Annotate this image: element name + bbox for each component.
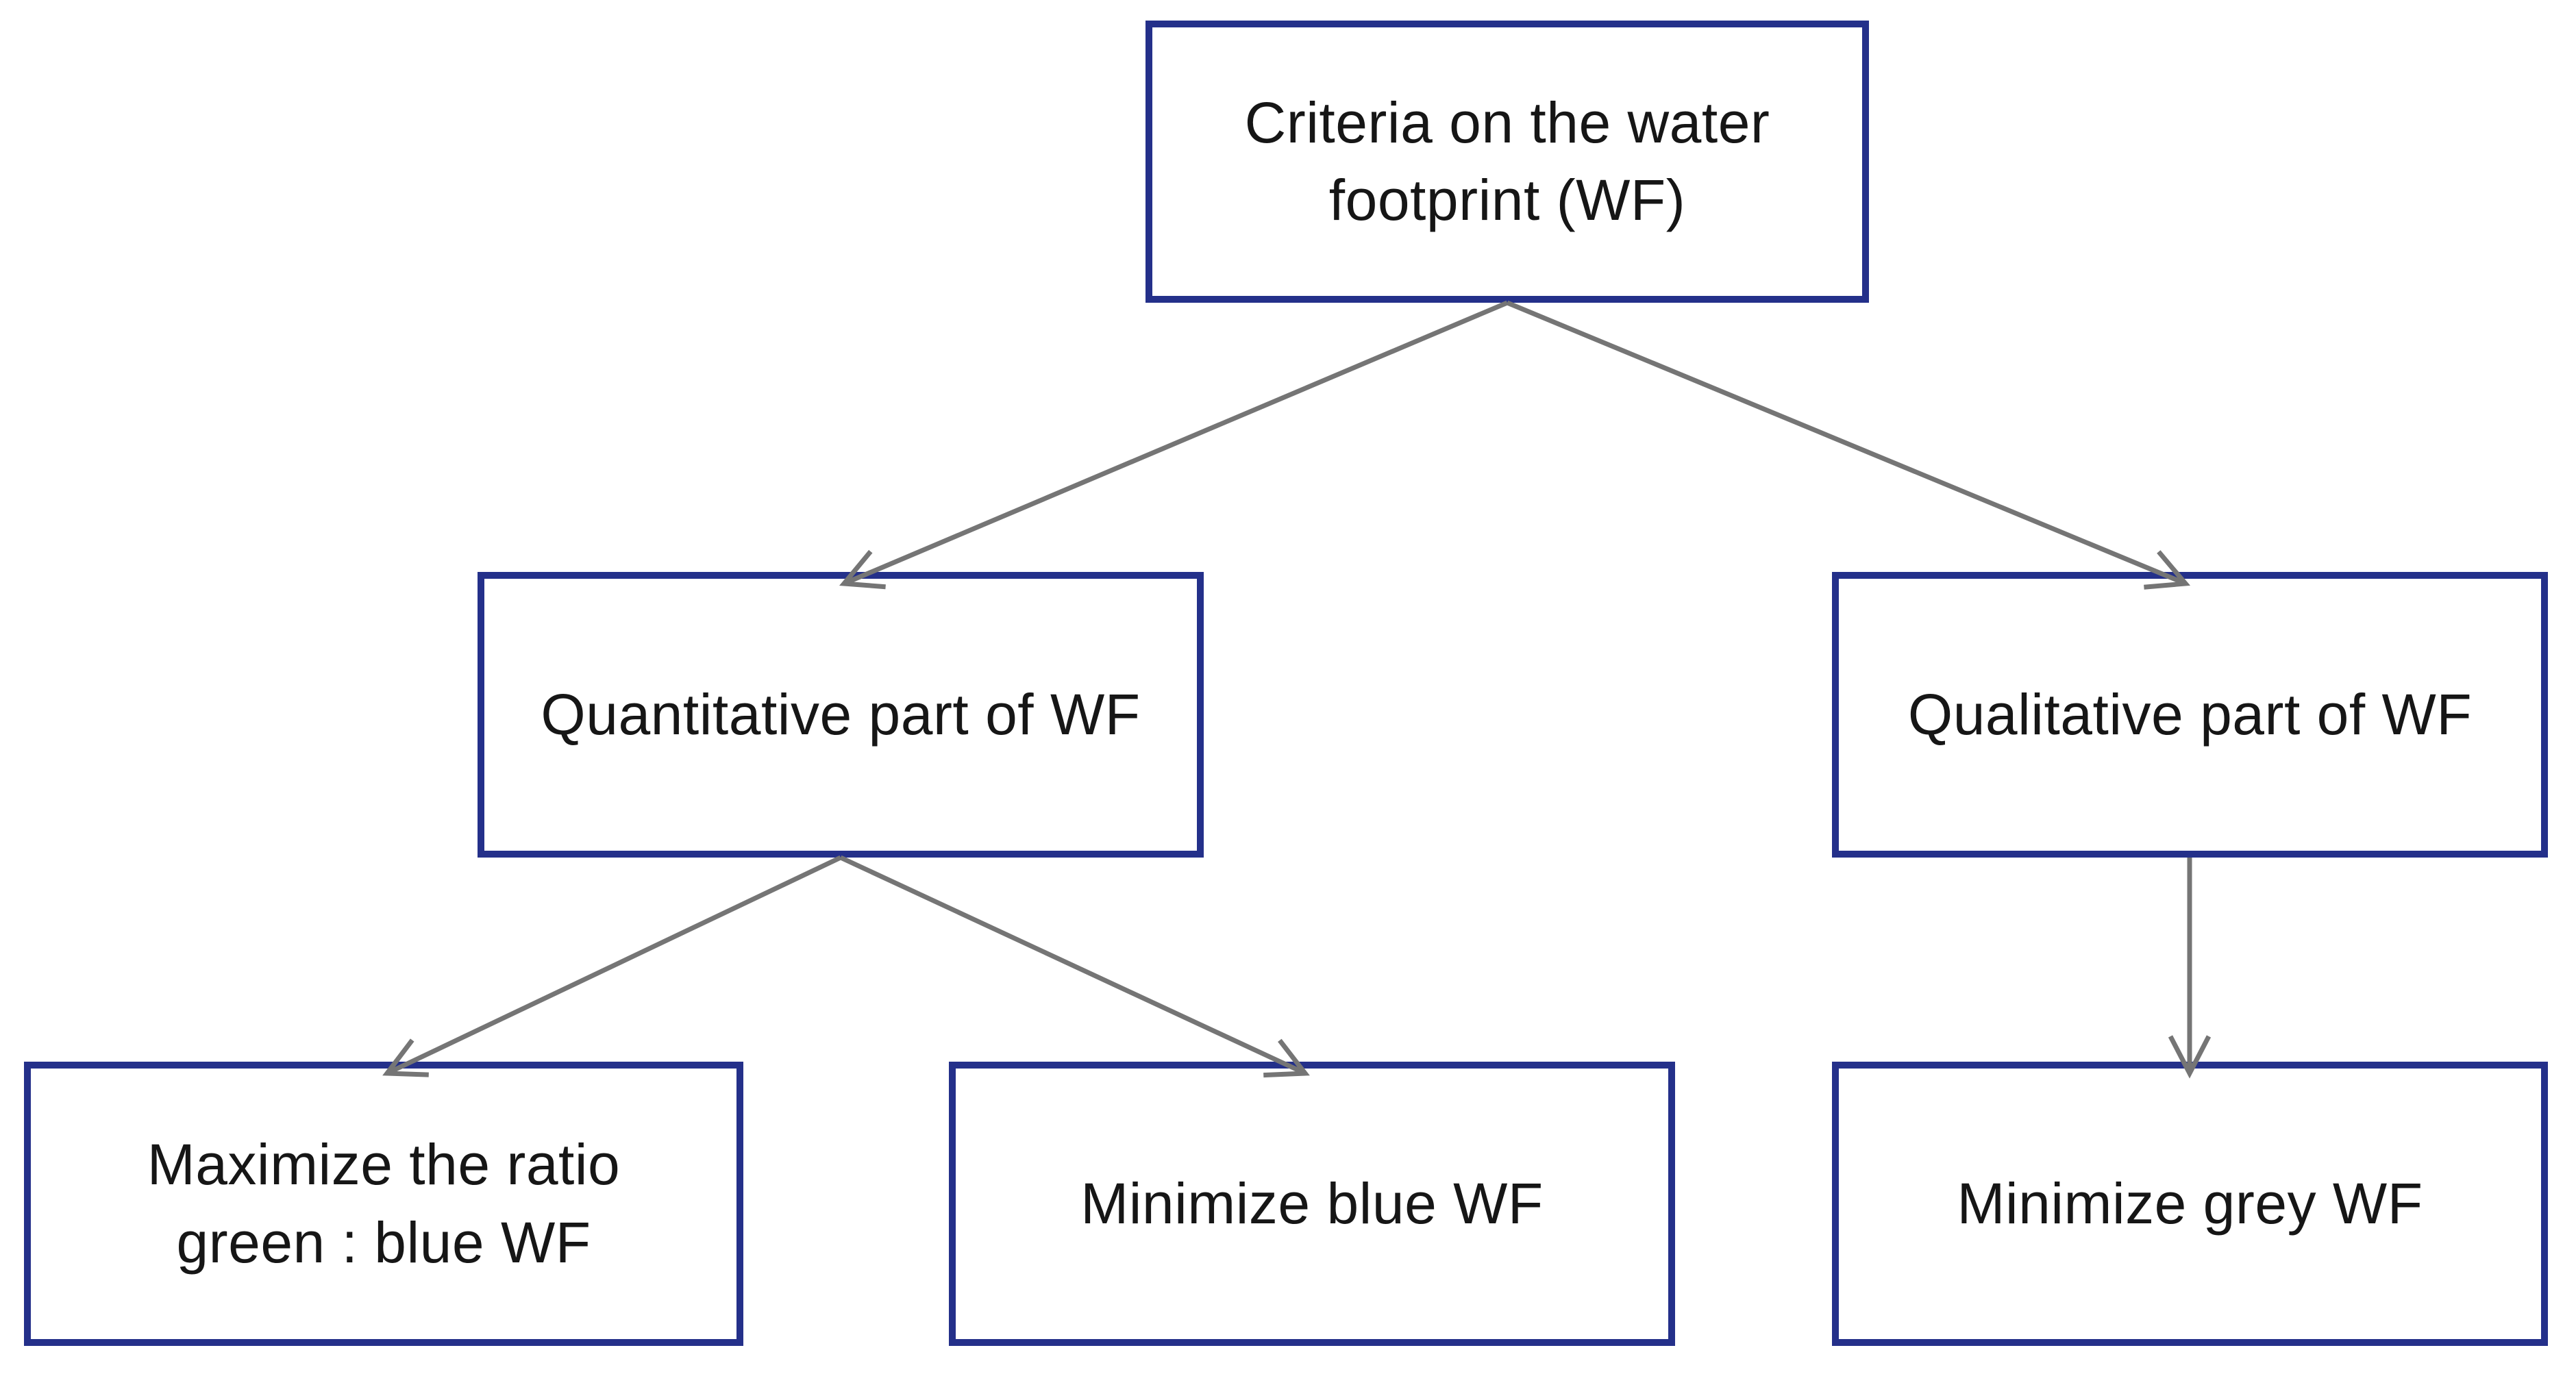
node-minimize-blue-wf: Minimize blue WF [949, 1062, 1675, 1346]
node-criteria-label: Criteria on the water footprint (WF) [1244, 90, 1770, 232]
edge-root-to-quantitative [839, 300, 1509, 590]
node-maximize-green-blue-ratio: Maximize the ratio green : blue WF [24, 1062, 743, 1346]
node-maximize-ratio-label: Maximize the ratio green : blue WF [147, 1132, 621, 1275]
node-quantitative-part: Quantitative part of WF [478, 572, 1204, 858]
node-minimize-blue-label: Minimize blue WF [1080, 1171, 1544, 1236]
node-minimize-grey-label: Minimize grey WF [1957, 1171, 2423, 1236]
node-qualitative-label: Qualitative part of WF [1907, 682, 2473, 747]
edge-quantitative-to-max-ratio [382, 855, 842, 1077]
node-criteria-on-water-footprint: Criteria on the water footprint (WF) [1145, 21, 1869, 303]
node-minimize-grey-wf: Minimize grey WF [1832, 1062, 2548, 1346]
edge-root-to-qualitative [1506, 300, 2191, 590]
node-qualitative-part: Qualitative part of WF [1832, 572, 2548, 858]
node-quantitative-label: Quantitative part of WF [541, 682, 1141, 747]
edge-quantitative-to-min-blue [839, 855, 1310, 1078]
